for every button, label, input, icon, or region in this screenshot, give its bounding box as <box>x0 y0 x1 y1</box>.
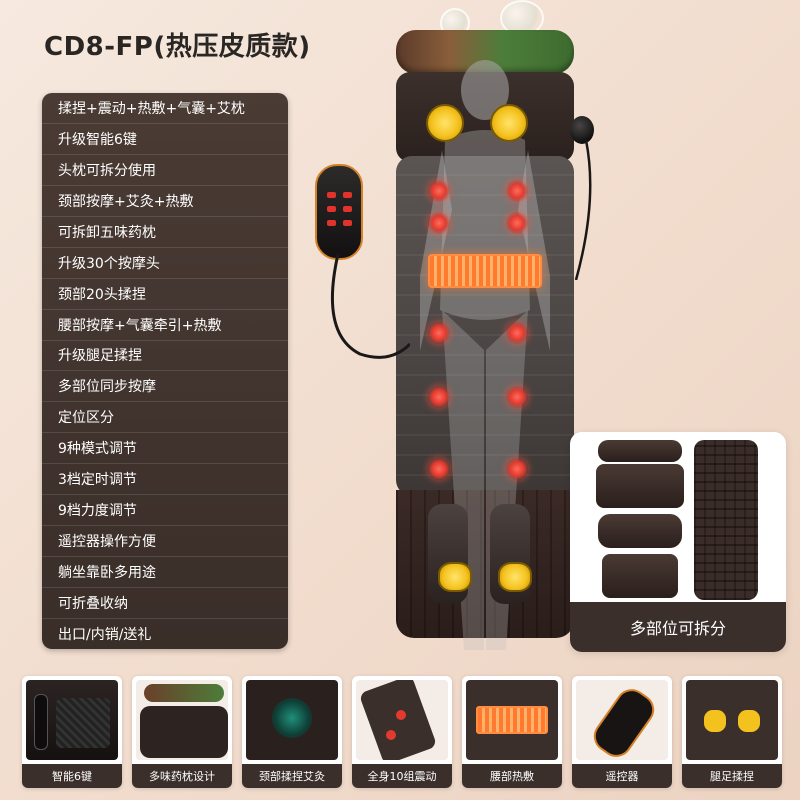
foot-massager-part <box>602 554 678 598</box>
remote-button-icon <box>327 192 336 198</box>
feature-item: 遥控器操作方便 <box>42 526 288 558</box>
thumbnail-image <box>356 680 448 760</box>
thumbnail-label: 腰部热敷 <box>462 764 562 788</box>
thumbnail-image <box>686 680 778 760</box>
neck-kneading-node <box>426 104 464 142</box>
feature-item: 多部位同步按摩 <box>42 371 288 403</box>
feature-item: 升级智能6键 <box>42 124 288 155</box>
product-title: CD8-FP(热压皮质款) <box>44 32 311 62</box>
remote-control <box>315 164 363 260</box>
vibration-node <box>428 458 450 480</box>
remote-button-icon <box>343 206 352 212</box>
feature-item: 9档力度调节 <box>42 495 288 527</box>
neck-pillow-part <box>596 464 684 508</box>
feature-list: 揉捏+震动+热敷+气囊+艾枕 升级智能6键 头枕可拆分使用 颈部按摩+艾灸+热敷… <box>42 93 288 649</box>
feature-item: 躺坐靠卧多用途 <box>42 557 288 588</box>
thumbnail-card: 腿足揉捏 <box>682 676 782 788</box>
vibration-node <box>428 180 450 202</box>
detachable-caption: 多部位可拆分 <box>570 602 786 652</box>
remote-button-icon <box>343 192 352 198</box>
detachable-parts-card: 多部位可拆分 <box>570 432 786 652</box>
product-image <box>300 0 800 660</box>
thumbnail-image <box>576 680 668 760</box>
vibration-node <box>506 458 528 480</box>
feature-item: 颈部20头揉捏 <box>42 279 288 310</box>
feature-item: 升级30个按摩头 <box>42 248 288 279</box>
remote-button-icon <box>343 220 352 226</box>
thumbnail-image <box>466 680 558 760</box>
thumbnail-card: 全身10组震动 <box>352 676 452 788</box>
feature-item: 升级腿足揉捏 <box>42 341 288 372</box>
thumbnail-card: 颈部揉捏艾灸 <box>242 676 342 788</box>
thumbnail-card: 腰部热敷 <box>462 676 562 788</box>
feature-item: 揉捏+震动+热敷+气囊+艾枕 <box>42 93 288 124</box>
feature-item: 可拆卸五味药枕 <box>42 217 288 248</box>
thumbnail-card: 多味药枕设计 <box>132 676 232 788</box>
vibration-node <box>428 386 450 408</box>
mat-legs <box>396 490 574 638</box>
cushion-part <box>598 514 682 548</box>
vibration-node <box>428 322 450 344</box>
thumbnail-label: 多味药枕设计 <box>132 764 232 788</box>
thumbnail-label: 腿足揉捏 <box>682 764 782 788</box>
foot-kneading-node <box>498 562 532 592</box>
feature-item: 出口/内销/送礼 <box>58 626 152 643</box>
vibration-node <box>506 322 528 344</box>
thumbnail-image <box>26 680 118 760</box>
feature-item: 9种模式调节 <box>42 433 288 465</box>
thumbnail-image <box>136 680 228 760</box>
remote-cable <box>330 254 410 359</box>
thumbnail-label: 智能6键 <box>22 764 122 788</box>
neck-kneading-node <box>490 104 528 142</box>
mat-body <box>396 156 574 496</box>
vibration-node <box>506 212 528 234</box>
air-pump-bulb <box>570 116 594 144</box>
thumbnail-label: 遥控器 <box>572 764 672 788</box>
thumbnail-label: 全身10组震动 <box>352 764 452 788</box>
feature-item: 头枕可拆分使用 <box>42 155 288 186</box>
vibration-node <box>428 212 450 234</box>
remote-button-icon <box>327 206 336 212</box>
feature-item: 定位区分 <box>42 402 288 434</box>
air-tube <box>574 140 592 280</box>
thumbnail-card: 遥控器 <box>572 676 672 788</box>
vibration-node <box>506 180 528 202</box>
feature-item: 颈部按摩+艾灸+热敷 <box>42 186 288 217</box>
feature-item: 可折叠收纳 <box>42 588 288 619</box>
thumbnail-card: 智能6键 <box>22 676 122 788</box>
detachable-parts-image <box>570 432 786 602</box>
lumbar-heat-pad <box>428 254 542 288</box>
remote-button-icon <box>327 220 336 226</box>
feature-panel: 揉捏+震动+热敷+气囊+艾枕 升级智能6键 头枕可拆分使用 颈部按摩+艾灸+热敷… <box>42 93 288 649</box>
feature-item: 3档定时调节 <box>42 464 288 496</box>
feature-thumbnails: 智能6键 多味药枕设计 颈部揉捏艾灸 全身10组震动 腰部热敷 遥控器 <box>22 676 782 788</box>
foot-kneading-node <box>438 562 472 592</box>
herbal-pillow-part <box>598 440 682 462</box>
thumbnail-image <box>246 680 338 760</box>
thumbnail-label: 颈部揉捏艾灸 <box>242 764 342 788</box>
mat-body-part <box>694 440 758 600</box>
vibration-node <box>506 386 528 408</box>
feature-item: 腰部按摩+气囊牵引+热敷 <box>42 310 288 341</box>
